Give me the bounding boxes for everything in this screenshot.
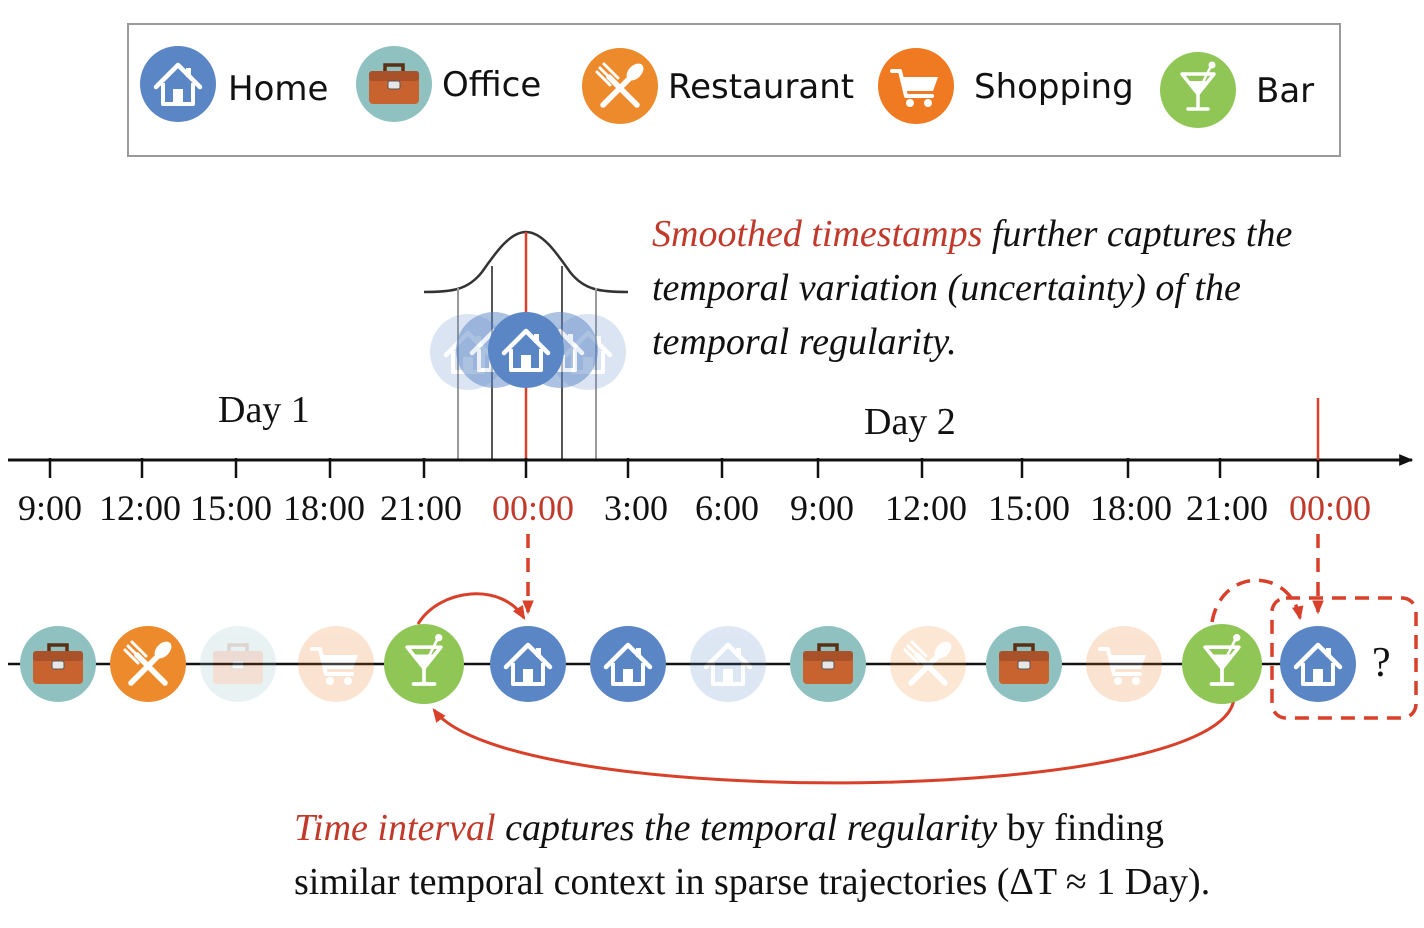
- day-label: Day 2: [864, 401, 956, 443]
- legend-label: Home: [228, 69, 328, 109]
- day-label: Day 1: [218, 389, 310, 431]
- legend-frame: [127, 23, 1341, 157]
- svg-text:Smoothed timestamps further ca: Smoothed timestamps further captures the: [652, 213, 1292, 255]
- cocktail-icon: [1182, 624, 1262, 704]
- cart-icon: [1086, 626, 1162, 702]
- cocktail-icon: [384, 624, 464, 704]
- home-icon: [690, 626, 766, 702]
- tick-label: 12:00: [99, 488, 181, 528]
- home-icon: [1280, 626, 1356, 702]
- legend-item-restaurant: Restaurant: [582, 48, 854, 124]
- annotation-text: by finding: [997, 807, 1164, 849]
- legend-label: Office: [442, 65, 541, 105]
- annotation-highlight: Time interval: [294, 807, 496, 849]
- annotation-text: temporal variation (uncertainty) of the: [652, 267, 1241, 309]
- annotation-text: further captures the: [982, 213, 1292, 255]
- legend-label: Shopping: [974, 67, 1134, 107]
- cocktail-icon: [1160, 52, 1236, 128]
- annotation-text: temporal regularity.: [652, 321, 957, 363]
- tick-label: 6:00: [695, 488, 759, 528]
- tick-label: 15:00: [190, 488, 272, 528]
- briefcase-icon: [986, 626, 1062, 702]
- briefcase-icon: [790, 626, 866, 702]
- question-mark: ?: [1372, 640, 1391, 686]
- legend-item-home: Home: [140, 46, 328, 122]
- tick-label: 3:00: [604, 488, 668, 528]
- briefcase-icon: [200, 626, 276, 702]
- fork-spoon-icon: [110, 626, 186, 702]
- legend-label: Restaurant: [668, 67, 854, 107]
- briefcase-icon: [356, 46, 432, 122]
- tick-label: 21:00: [1186, 488, 1268, 528]
- cart-icon: [878, 48, 954, 124]
- home-icon: [490, 626, 566, 702]
- legend-label: Bar: [1256, 71, 1314, 111]
- home-icon-smoothed: [488, 312, 564, 388]
- smoothed-annotation: Smoothed timestamps further captures the…: [652, 213, 1292, 363]
- interval-arc: [432, 697, 1236, 785]
- smoothed-home-icons: [430, 312, 626, 390]
- home-icon: [590, 626, 666, 702]
- tick-label: 00:00: [1289, 488, 1371, 528]
- fork-spoon-icon: [582, 48, 658, 124]
- trajectory-visits: [20, 624, 1356, 704]
- interval-annotation: Time interval captures the temporal regu…: [294, 807, 1210, 903]
- axis-ticks: [48, 458, 1320, 478]
- tick-label: 18:00: [1090, 488, 1172, 528]
- legend-item-office: Office: [356, 46, 541, 122]
- annotation-text: similar temporal context in sparse traje…: [294, 861, 1210, 903]
- tick-label: 18:00: [283, 488, 365, 528]
- tick-label: 12:00: [885, 488, 967, 528]
- tick-label: 21:00: [380, 488, 462, 528]
- prediction-box: [1270, 596, 1418, 720]
- briefcase-icon: [20, 626, 96, 702]
- legend-item-bar: Bar: [1160, 52, 1314, 128]
- tick-label: 00:00: [492, 488, 574, 528]
- bar-to-home-arc: [416, 592, 526, 625]
- legend-item-shopping: Shopping: [878, 48, 1134, 124]
- fork-spoon-icon: [890, 626, 966, 702]
- cart-icon: [298, 626, 374, 702]
- annotation-highlight: Smoothed timestamps: [652, 213, 982, 255]
- tick-label: 9:00: [18, 488, 82, 528]
- prediction-dashed-arc: [1210, 578, 1304, 623]
- tick-label: 9:00: [790, 488, 854, 528]
- svg-text:Time interval captures the tem: Time interval captures the temporal regu…: [294, 807, 1164, 849]
- annotation-text: captures the temporal regularity: [496, 807, 998, 849]
- home-icon: [140, 46, 216, 122]
- legend: Home Office Restaurant Shopping Bar: [127, 23, 1341, 157]
- tick-label: 15:00: [988, 488, 1070, 528]
